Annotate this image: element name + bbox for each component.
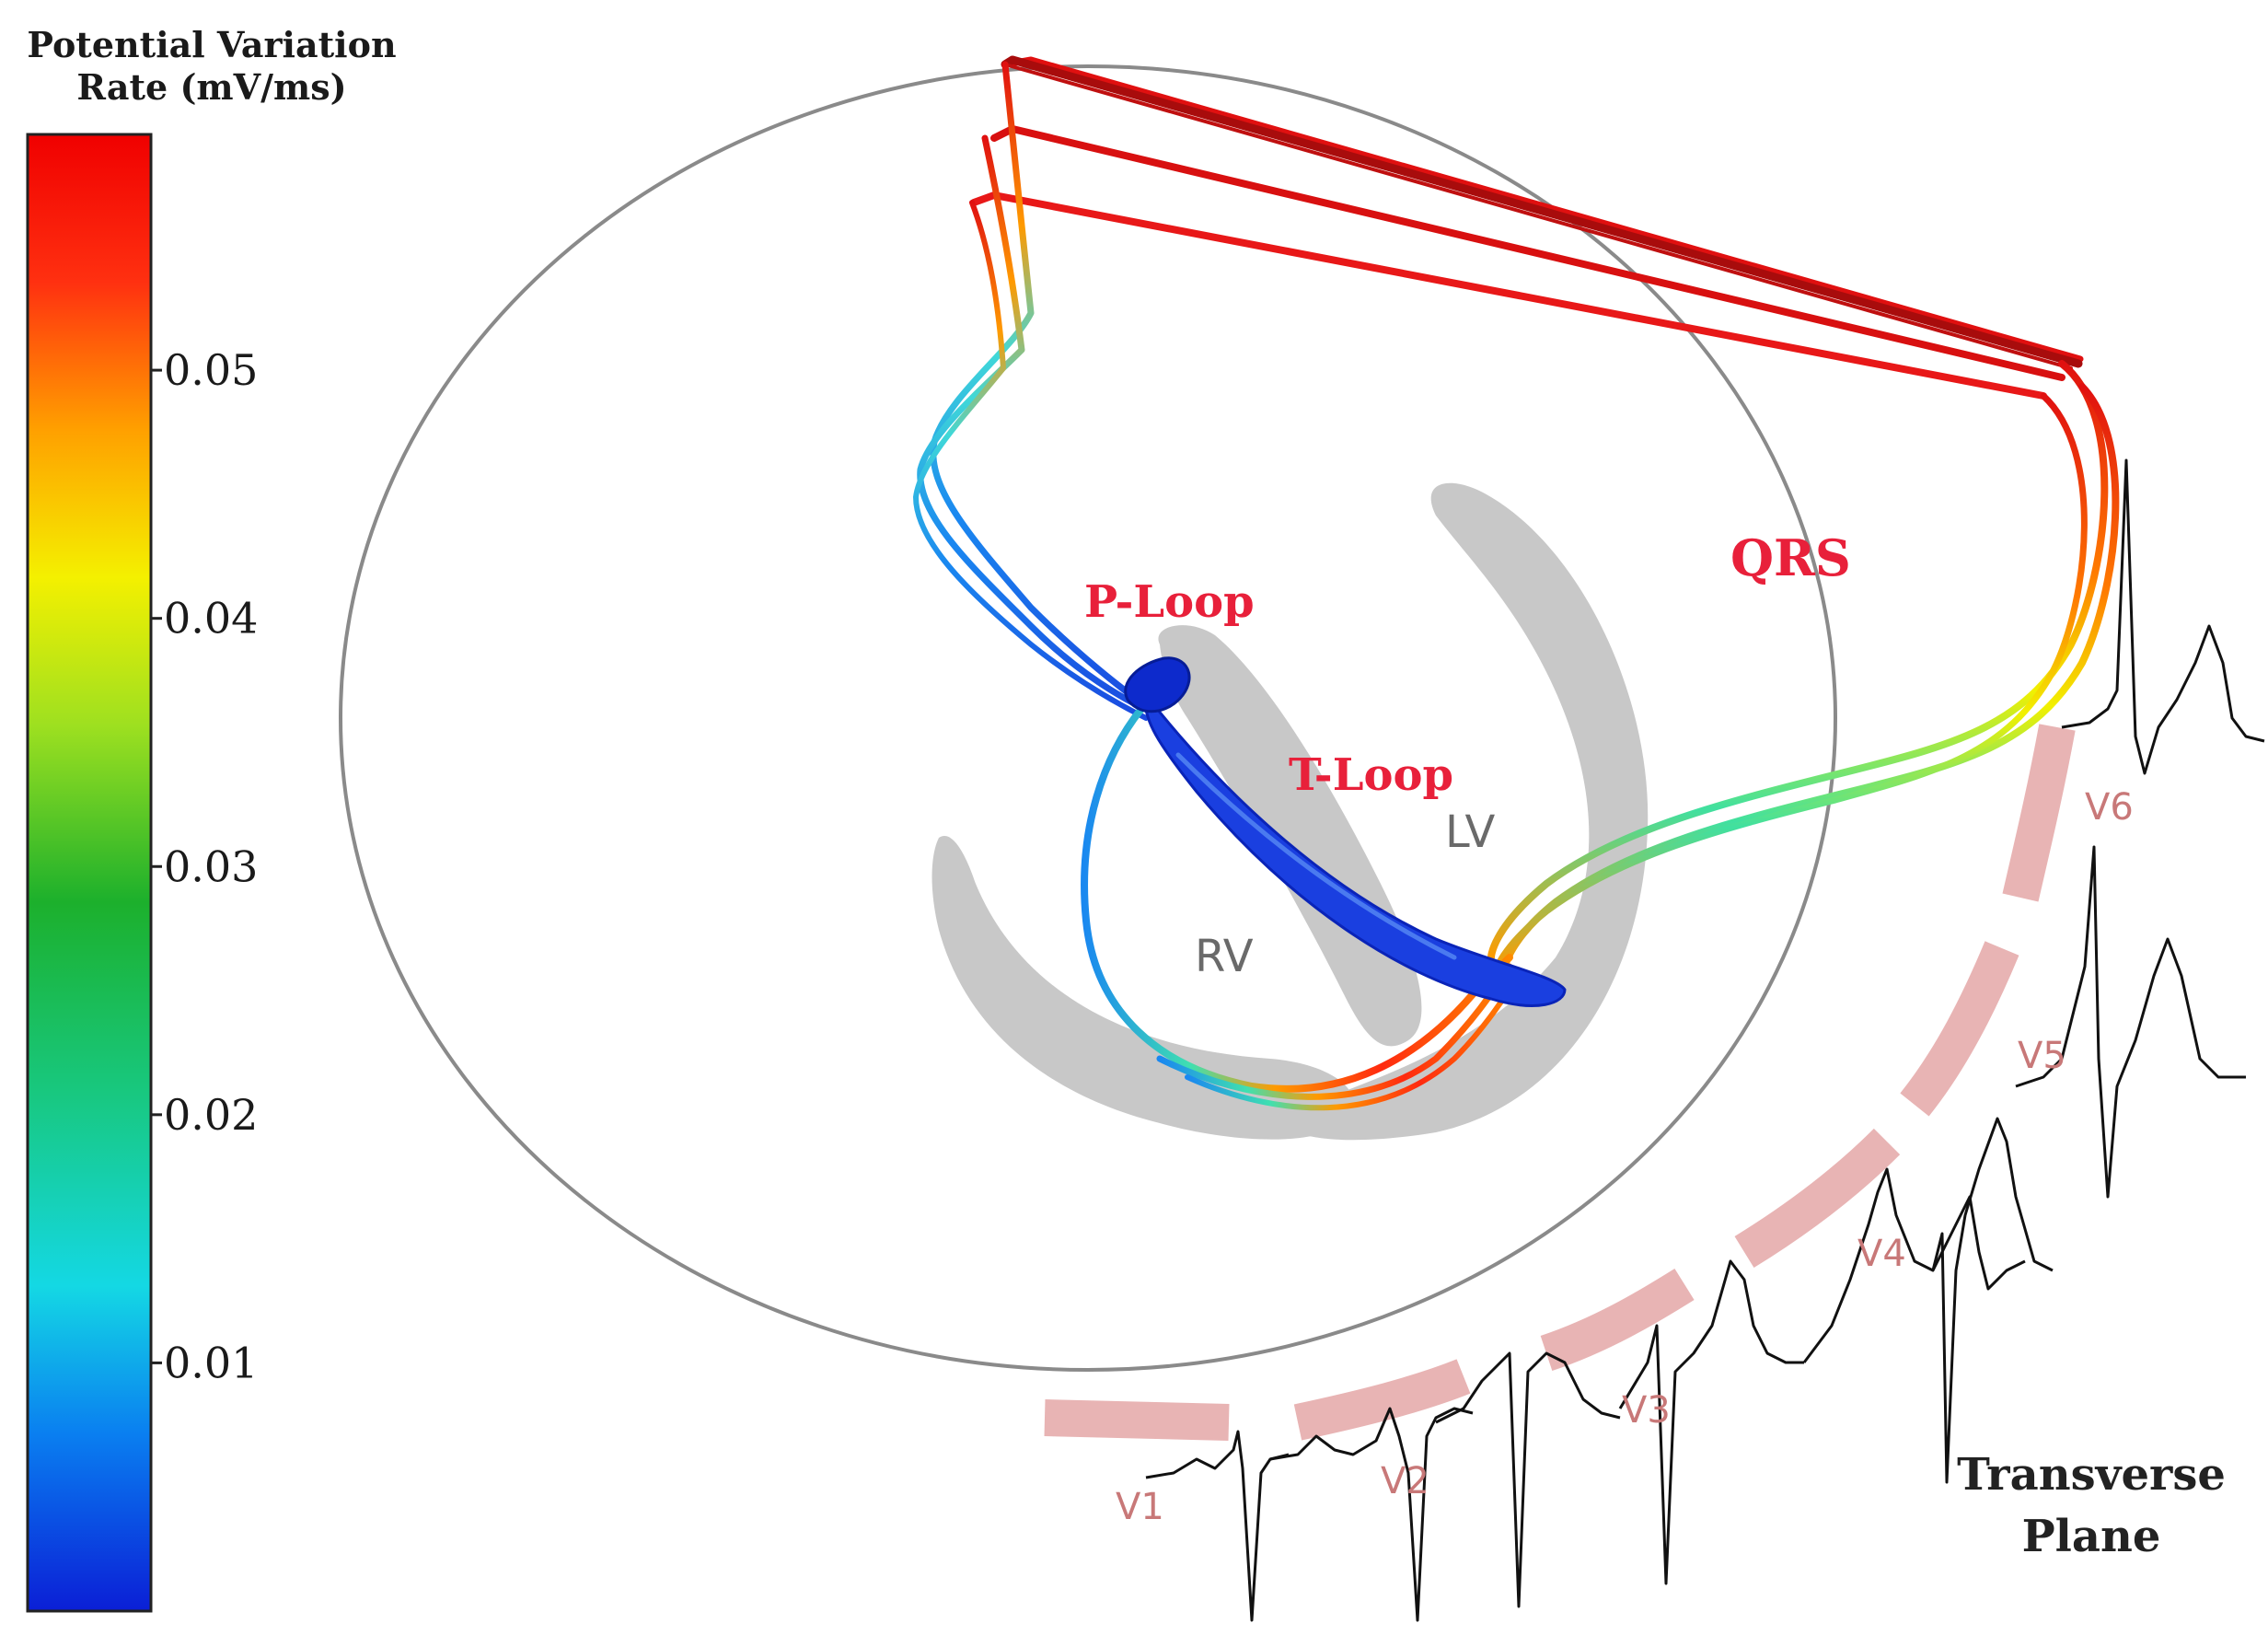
lead-labels: V1 V2 V3 V4 V5 V6 <box>1116 786 2134 1528</box>
t-loop <box>1143 693 1567 1007</box>
trace-v5 <box>1802 1167 2026 1363</box>
rv-label: RV <box>1195 931 1254 982</box>
lv-label: LV <box>1445 806 1495 858</box>
p-loop <box>1124 656 1191 713</box>
septum <box>1158 625 1422 1047</box>
colorbar-title-line1: Potential Variation <box>27 24 396 65</box>
colorbar-tick-label: 0.05 <box>164 345 258 395</box>
trace-v4 <box>1618 1259 1804 1585</box>
trace-v2 <box>1269 1407 1474 1622</box>
colorbar-title-line2: Rate (mV/ms) <box>76 66 346 108</box>
colorbar-ticks: 0.05 0.04 0.03 0.02 0.01 <box>151 345 258 1387</box>
lead-label-v4: V4 <box>1857 1233 1906 1275</box>
plane-label-line2: Plane <box>2022 1511 2161 1562</box>
trace-v6-top <box>2061 458 2265 775</box>
p-loop-label: P-Loop <box>1084 576 1255 628</box>
colorbar-tick-label: 0.01 <box>164 1338 258 1387</box>
trace-v5-main <box>1931 1117 2054 1484</box>
colorbar-tick-label: 0.04 <box>164 594 258 644</box>
electrode-strip <box>1044 724 2076 1441</box>
colorbar: Potential Variation Rate (mV/ms) 0.050.0… <box>26 24 397 1613</box>
colorbar-gradient <box>26 133 153 1613</box>
trace-v6 <box>2015 845 2246 1199</box>
trace-v3 <box>1435 1351 1621 1608</box>
ecg-traces <box>1145 458 2265 1622</box>
lead-label-v3: V3 <box>1622 1389 1671 1432</box>
right-ventricle-wall <box>932 836 1355 1140</box>
lead-label-v6: V6 <box>2085 786 2134 829</box>
vector-loops <box>913 55 2120 1111</box>
qrs-loop <box>913 55 2120 1111</box>
left-ventricle-wall <box>1285 482 1649 1141</box>
trace-v1 <box>1145 1430 1290 1622</box>
qrs-label: QRS <box>1730 528 1851 587</box>
colorbar-tick-label: 0.03 <box>164 841 258 891</box>
plane-label-line1: Transverse <box>1957 1449 2226 1501</box>
thorax-outline <box>339 64 1837 1372</box>
lead-label-v2: V2 <box>1381 1460 1429 1502</box>
heart-cross-section <box>932 482 1649 1141</box>
colorbar-tick-label: 0.02 <box>164 1090 258 1140</box>
lead-label-v5: V5 <box>2018 1035 2066 1077</box>
lead-label-v1: V1 <box>1116 1486 1164 1528</box>
t-loop-label: T-Loop <box>1289 749 1453 801</box>
